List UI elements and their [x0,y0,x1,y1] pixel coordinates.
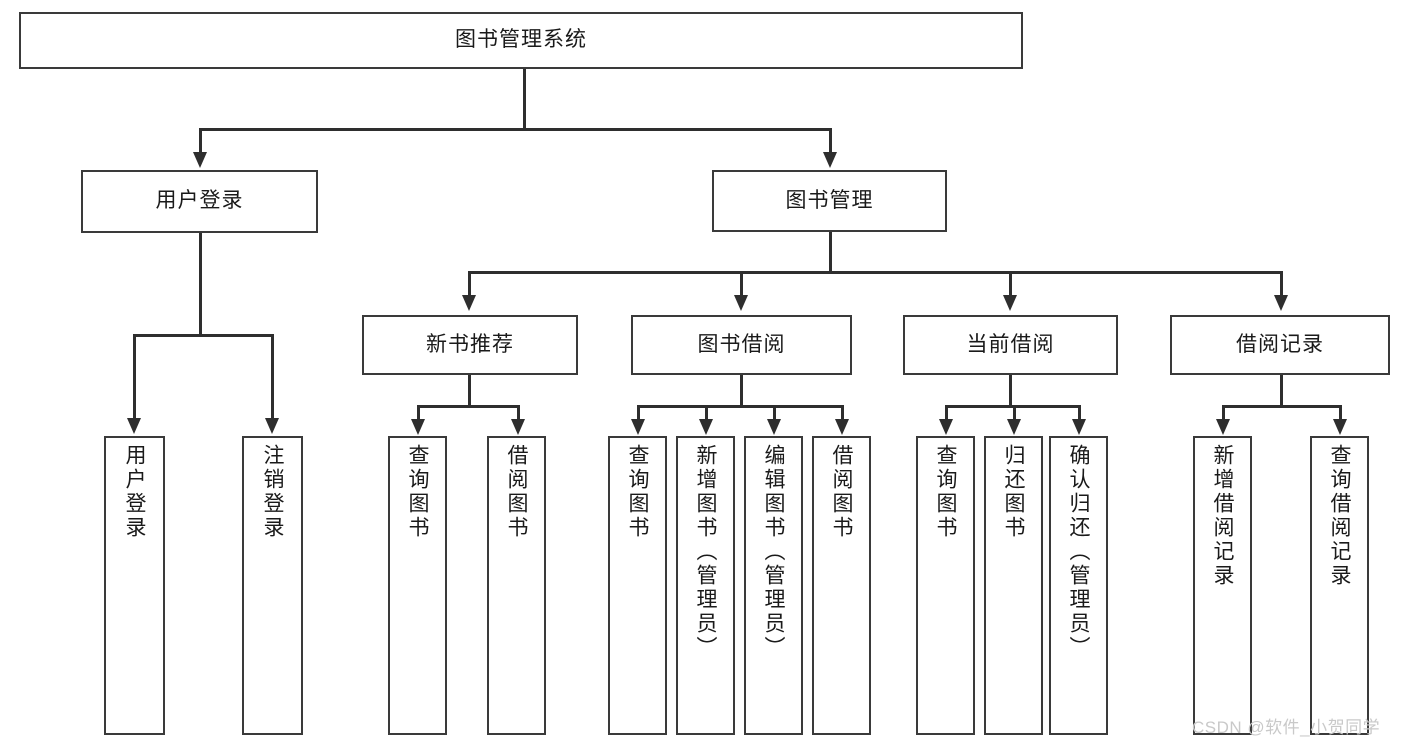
arrowhead-newbook-to-leaf2 [511,419,525,435]
node-label: 查询图书 [406,444,429,540]
arrowhead-record-to-leaf2 [1333,419,1347,435]
connector-record-to-leaf1 [1222,405,1225,421]
node-label: 注销登录 [261,444,284,540]
node-label: 新增图书（管理员） [694,444,717,660]
connector-newbook-stem [468,375,471,406]
leaf-return-book[interactable]: 归还图书 [984,436,1043,735]
node-label: 查询借阅记录 [1328,444,1351,588]
connector-borrow-to-leaf3 [773,405,776,421]
connector-root-stem [523,69,526,129]
arrowhead-current-to-leaf1 [939,419,953,435]
connector-bookmgmt-to-record [1280,271,1283,297]
connector-borrow-stem [740,375,743,406]
leaf-user-login[interactable]: 用户登录 [104,436,165,735]
arrowhead-root-to-login [193,152,207,168]
node-label: 归还图书 [1002,444,1025,540]
node-label: 借阅图书 [505,444,528,540]
node-label: 确认归还（管理员） [1067,444,1090,660]
node-label: 查询图书 [626,444,649,540]
arrowhead-current-to-leaf3 [1072,419,1086,435]
connector-current-to-leaf3 [1078,405,1081,421]
leaf-edit-book-admin[interactable]: 编辑图书（管理员） [744,436,803,735]
leaf-query-book-current[interactable]: 查询图书 [916,436,975,735]
leaf-add-borrow-record[interactable]: 新增借阅记录 [1193,436,1252,735]
node-user-login[interactable]: 用户登录 [81,170,318,233]
leaf-query-book-newbook[interactable]: 查询图书 [388,436,447,735]
connector-current-bar [945,405,1080,408]
leaf-confirm-return-admin[interactable]: 确认归还（管理员） [1049,436,1108,735]
arrowhead-borrow-to-leaf1 [631,419,645,435]
node-label: 图书管理系统 [455,28,587,52]
connector-root-to-bookmgmt [829,128,832,154]
node-label: 新书推荐 [426,332,514,356]
arrowhead-bookmgmt-to-record [1274,295,1288,311]
leaf-logout[interactable]: 注销登录 [242,436,303,735]
connector-login-bar [133,334,273,337]
arrowhead-borrow-to-leaf3 [767,419,781,435]
connector-bookmgmt-to-borrow [740,271,743,297]
node-borrow-record[interactable]: 借阅记录 [1170,315,1390,375]
arrowhead-bookmgmt-to-newbook [462,295,476,311]
node-label: 当前借阅 [966,332,1055,356]
leaf-query-book-borrow[interactable]: 查询图书 [608,436,667,735]
node-label: 编辑图书（管理员） [762,444,785,660]
node-label: 图书管理 [785,188,874,212]
leaf-borrow-book-newbook[interactable]: 借阅图书 [487,436,546,735]
connector-bookmgmt-stem [829,232,832,272]
connector-newbook-bar [417,405,520,408]
connector-bookmgmt-bar [468,271,1280,274]
leaf-add-book-admin[interactable]: 新增图书（管理员） [676,436,735,735]
node-current-borrow[interactable]: 当前借阅 [903,315,1118,375]
connector-login-to-leaf2 [271,334,274,420]
connector-borrow-to-leaf1 [637,405,640,421]
node-label: 借阅图书 [830,444,853,540]
connector-login-stem [199,233,202,334]
node-book-management[interactable]: 图书管理 [712,170,947,232]
connector-login-to-leaf1 [133,334,136,420]
connector-newbook-to-leaf1 [417,405,420,421]
arrowhead-login-to-leaf2 [265,418,279,434]
node-label: 借阅记录 [1236,332,1324,356]
connector-current-to-leaf1 [945,405,948,421]
leaf-borrow-book[interactable]: 借阅图书 [812,436,871,735]
arrowhead-root-to-bookmgmt [823,152,837,168]
arrowhead-record-to-leaf1 [1216,419,1230,435]
node-label: 查询图书 [934,444,957,540]
arrowhead-borrow-to-leaf2 [699,419,713,435]
arrowhead-borrow-to-leaf4 [835,419,849,435]
connector-current-to-leaf2 [1013,405,1016,421]
node-new-book-recommend[interactable]: 新书推荐 [362,315,578,375]
node-label: 用户登录 [155,189,244,213]
connector-record-to-leaf2 [1339,405,1342,421]
connector-bookmgmt-to-newbook [468,271,471,297]
connector-root-to-login [199,128,202,154]
connector-borrow-bar [637,405,843,408]
connector-current-stem [1009,375,1012,406]
connector-record-bar [1222,405,1341,408]
connector-root-bar [199,128,831,131]
arrowhead-newbook-to-leaf1 [411,419,425,435]
node-label: 图书借阅 [697,332,786,356]
connector-borrow-to-leaf2 [705,405,708,421]
arrowhead-bookmgmt-to-current [1003,295,1017,311]
connector-newbook-to-leaf2 [517,405,520,421]
node-book-borrow[interactable]: 图书借阅 [631,315,852,375]
arrowhead-current-to-leaf2 [1007,419,1021,435]
leaf-query-borrow-record[interactable]: 查询借阅记录 [1310,436,1369,735]
arrowhead-bookmgmt-to-borrow [734,295,748,311]
node-label: 用户登录 [123,444,146,540]
node-root-system[interactable]: 图书管理系统 [19,12,1023,69]
connector-bookmgmt-to-current [1009,271,1012,297]
arrowhead-login-to-leaf1 [127,418,141,434]
connector-record-stem [1280,375,1283,406]
node-label: 新增借阅记录 [1211,444,1234,588]
connector-borrow-to-leaf4 [841,405,844,421]
